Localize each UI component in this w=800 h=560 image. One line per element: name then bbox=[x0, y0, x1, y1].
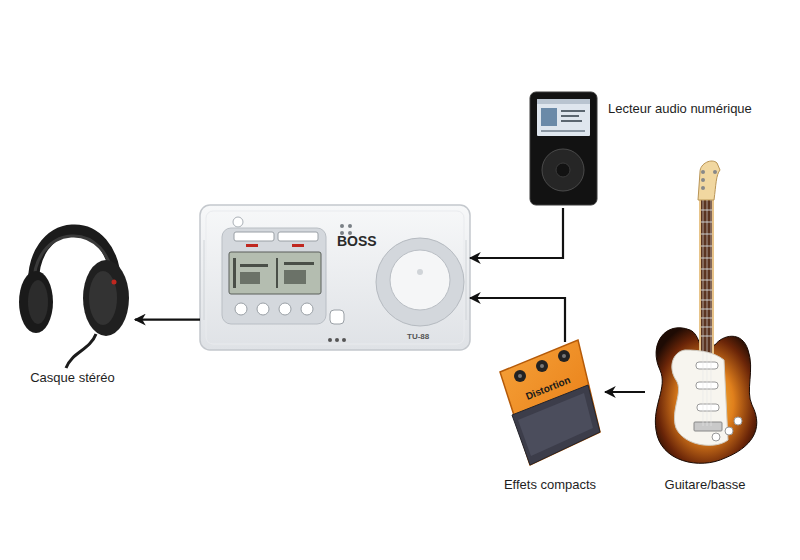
signal-arrow bbox=[470, 208, 563, 258]
effects-pedal-node: Effets compacts bbox=[495, 342, 605, 500]
headphones-node: Casque stéréo bbox=[10, 195, 135, 395]
caption: Guitare/basse bbox=[665, 478, 746, 493]
tuner-device-picture bbox=[200, 205, 470, 350]
signal-arrow bbox=[470, 298, 565, 342]
guitar-picture bbox=[655, 161, 756, 463]
brand-logo: BOSS bbox=[337, 233, 377, 249]
caption: Casque stéréo bbox=[30, 371, 115, 386]
guitar-node: Guitare/basse bbox=[645, 155, 765, 500]
headphones-picture bbox=[19, 230, 129, 368]
caption: Lecteur audio numérique bbox=[608, 102, 752, 117]
audio-player-picture bbox=[530, 92, 597, 205]
signal-arrow bbox=[605, 391, 645, 393]
tuner-node: BOSS TU-88 bbox=[200, 205, 470, 350]
model-name: TU-88 bbox=[407, 332, 429, 341]
audio-player-node: Lecteur audio numérique bbox=[525, 88, 765, 208]
effects-pedal-picture bbox=[500, 340, 600, 465]
caption: Effets compacts bbox=[504, 478, 596, 493]
signal-arrow bbox=[135, 319, 200, 321]
pedal-name: Distortion bbox=[524, 374, 572, 402]
